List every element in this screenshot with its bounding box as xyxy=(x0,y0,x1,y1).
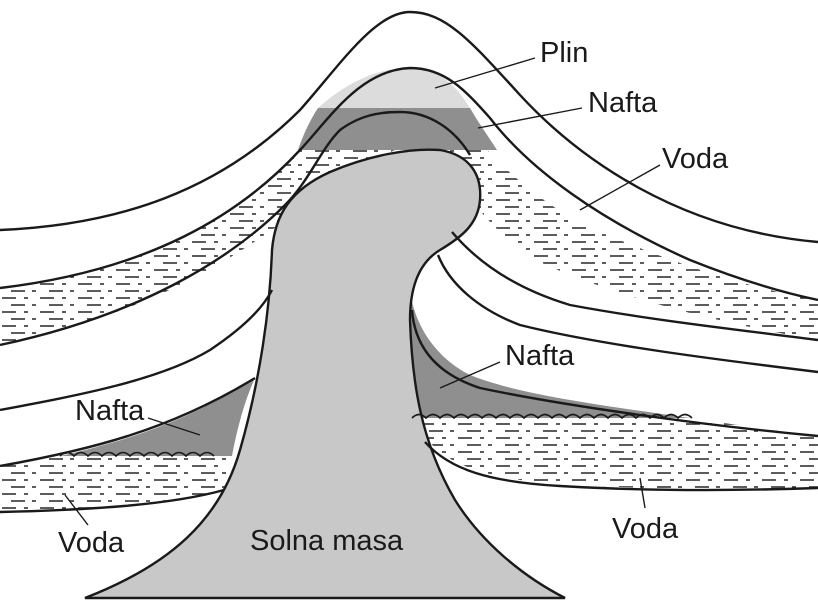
bed-line-5-left xyxy=(0,376,256,468)
bed-line-4-right xyxy=(436,254,818,374)
oil-zone-top xyxy=(298,108,497,150)
leader-nafta-right xyxy=(439,361,501,389)
leader-plin xyxy=(434,57,536,89)
leader-nafta-left xyxy=(147,417,201,436)
bed-line-3 xyxy=(0,110,472,347)
leader-voda-left xyxy=(64,494,89,526)
gas-zone xyxy=(318,68,470,108)
bed-line-1 xyxy=(0,10,818,244)
label-oil-left: Nafta xyxy=(75,395,145,427)
oil-zone-left xyxy=(60,378,255,456)
water-layer-anticline xyxy=(0,150,818,345)
leader-voda-right xyxy=(639,477,646,509)
label-gas: Plin xyxy=(540,37,588,69)
water-layer-left xyxy=(0,456,232,512)
label-water-top: Voda xyxy=(662,143,729,175)
leader-nafta-top xyxy=(477,107,583,129)
bed-line-6-left xyxy=(0,488,225,514)
bed-line-3-right xyxy=(451,231,818,342)
label-oil-top: Nafta xyxy=(588,87,658,119)
bed-line-2 xyxy=(0,66,818,302)
label-water-left: Voda xyxy=(58,527,125,559)
oil-zone-right xyxy=(410,290,690,418)
label-water-right: Voda xyxy=(612,513,679,545)
label-salt-mass: Solna masa xyxy=(250,525,404,557)
owc-left xyxy=(59,451,215,458)
leader-voda-top xyxy=(579,164,661,211)
bed-line-4-left xyxy=(0,289,274,412)
water-layer-right xyxy=(410,418,818,490)
bed-line-6-right xyxy=(424,441,818,492)
bed-line-5-right xyxy=(410,309,818,438)
label-oil-right: Nafta xyxy=(505,340,575,372)
owc-right xyxy=(411,413,693,420)
